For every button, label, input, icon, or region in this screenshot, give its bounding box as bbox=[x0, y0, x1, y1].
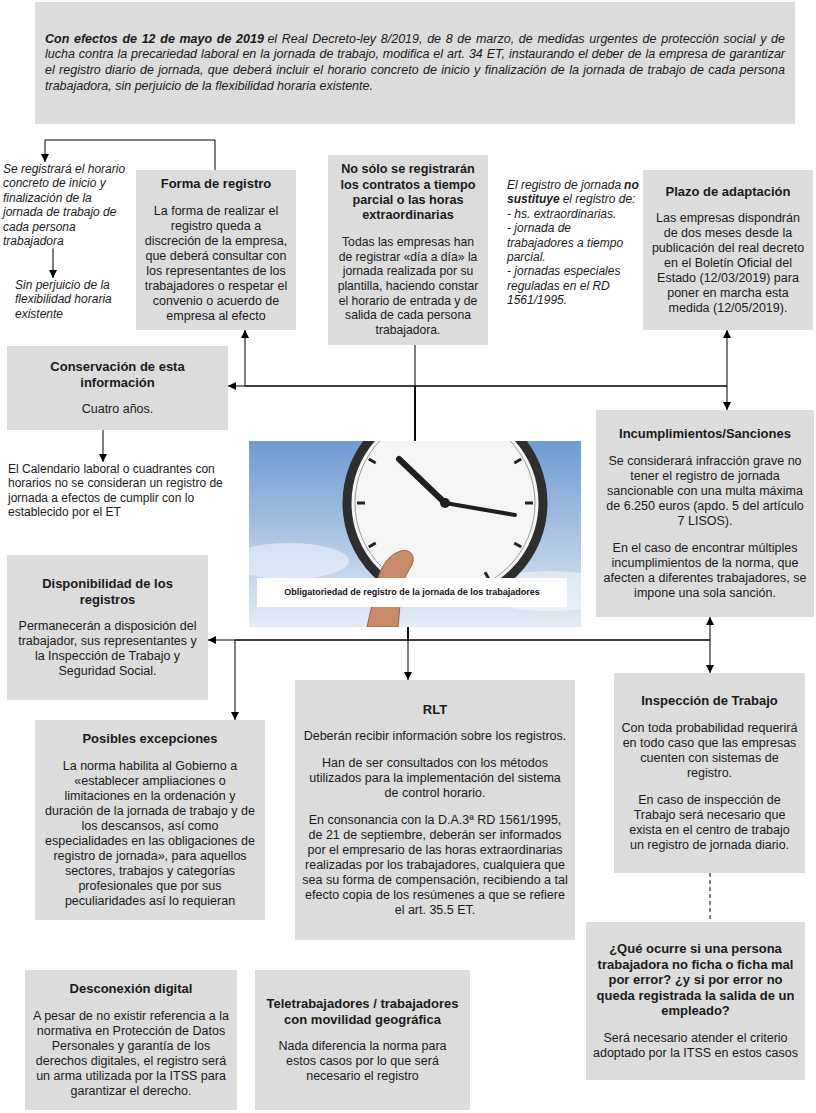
box-text: La forma de realizar el registro queda a… bbox=[143, 204, 289, 324]
box-text: Cuatro años. bbox=[14, 402, 221, 417]
box-text: Será necesario atender el criterio adopt… bbox=[593, 1031, 798, 1061]
clock-face bbox=[347, 441, 543, 601]
note-block: Se registrará el horario concreto de ini… bbox=[3, 162, 135, 248]
info-box: RLT Deberán recibir información sobre los… bbox=[295, 680, 575, 940]
side-note-text: - hs. extraordinarias. bbox=[507, 207, 640, 221]
box-title: Incumplimientos/Sanciones bbox=[603, 426, 807, 442]
note-text: El Calendario laboral o cuadrantes con h… bbox=[8, 462, 244, 520]
box-text: Se considerará infracción grave no tener… bbox=[603, 454, 807, 529]
info-box: Desconexión digital A pesar de no existir… bbox=[25, 970, 237, 1110]
info-box: Incumplimientos/Sanciones Se considerará … bbox=[596, 410, 814, 617]
box-text: Todas las empresas han de registrar «día… bbox=[335, 235, 481, 337]
note-text: Se registrará el horario concreto de ini… bbox=[3, 162, 135, 248]
box-text: Las empresas dispondrán de dos meses des… bbox=[650, 211, 806, 316]
info-box: Plazo de adaptaciónLas empresas dispondr… bbox=[643, 170, 813, 330]
dashed-connector bbox=[710, 873, 711, 922]
image-caption: Obligatoriedad de registro de la jornada… bbox=[257, 578, 567, 607]
box-text: La norma habilita al Gobierno a «estable… bbox=[42, 759, 258, 909]
info-box: No sólo se registrarán los contratos a t… bbox=[328, 155, 488, 345]
box-title: Inspección de Trabajo bbox=[621, 693, 798, 709]
box-title: Plazo de adaptación bbox=[650, 184, 806, 200]
connector-arrow bbox=[228, 386, 415, 441]
box-title: Desconexión digital bbox=[32, 981, 230, 997]
connector-arrow bbox=[103, 430, 104, 462]
side-note-text: - jornadas especiales reguladas en el RD… bbox=[507, 264, 640, 307]
info-box: Posibles excepciones La norma habilita al… bbox=[35, 720, 265, 920]
box-title: Disponibilidad de los registros bbox=[14, 576, 201, 607]
central-image: Obligatoriedad de registro de la jornada… bbox=[249, 441, 581, 627]
hour-hand bbox=[399, 459, 445, 503]
minute-hand bbox=[445, 503, 515, 515]
box-text: En consonancia con la D.A.3ª RD 1561/199… bbox=[302, 813, 568, 918]
box-title: Forma de registro bbox=[143, 176, 289, 192]
box-title: ¿Qué ocurre si una persona trabajadora n… bbox=[593, 941, 798, 1019]
box-text: En caso de inspección de Trabajo será ne… bbox=[621, 793, 798, 853]
clock-center bbox=[440, 498, 450, 508]
box-text: Deberán recibir información sobre los re… bbox=[302, 729, 568, 744]
side-note-text: El registro de jornada bbox=[507, 178, 621, 192]
box-title: Teletrabajadores / trabajadores con movi… bbox=[262, 996, 463, 1027]
side-note-text: - jornada de trabajadores a tiempo parci… bbox=[507, 221, 640, 264]
box-title: Posibles excepciones bbox=[42, 731, 258, 747]
box-text: A pesar de no existir referencia a la no… bbox=[32, 1009, 230, 1099]
info-box: Conservación de esta informaciónCuatro a… bbox=[7, 346, 228, 430]
side-note: El registro de jornadano sustituyeel reg… bbox=[507, 178, 640, 308]
side-note-text: el registro de: bbox=[563, 192, 636, 206]
info-box: ¿Qué ocurre si una persona trabajadora n… bbox=[586, 922, 805, 1080]
note-text: Sin perjuicio de la flexibilidad horaria… bbox=[15, 278, 130, 321]
box-text: En el caso de encontrar múltiples incump… bbox=[603, 541, 807, 601]
info-box: Teletrabajadores / trabajadores con movi… bbox=[255, 970, 470, 1110]
box-title: No sólo se registrarán los contratos a t… bbox=[335, 162, 481, 223]
note-block: El Calendario laboral o cuadrantes con h… bbox=[8, 462, 244, 520]
intro-date: Con efectos de 12 de mayo de 2019 bbox=[45, 32, 264, 46]
box-text: Han de ser consultados con los métodos u… bbox=[302, 756, 568, 801]
box-title: Conservación de esta información bbox=[14, 359, 221, 390]
note-block: Sin perjuicio de la flexibilidad horaria… bbox=[15, 278, 130, 321]
connector-arrow bbox=[208, 627, 408, 640]
info-box: Forma de registro La forma de realizar el… bbox=[136, 170, 296, 330]
box-title: RLT bbox=[302, 702, 568, 718]
box-text: Con toda probabilidad requerirá en todo … bbox=[621, 721, 798, 781]
cloud bbox=[249, 543, 349, 579]
box-text: Permanecerán a disposición del trabajado… bbox=[14, 619, 201, 679]
intro-box: Con efectos de 12 de mayo de 2019el Real… bbox=[35, 2, 795, 124]
info-box: Disponibilidad de los registrosPermanece… bbox=[7, 555, 208, 700]
connector-arrow bbox=[53, 248, 54, 278]
connector-arrow bbox=[408, 627, 710, 673]
info-box: Inspección de TrabajoCon toda probabilid… bbox=[614, 673, 805, 873]
intro-paragraph: Con efectos de 12 de mayo de 2019el Real… bbox=[45, 32, 785, 95]
box-text: Nada diferencia la norma para estos caso… bbox=[262, 1039, 463, 1084]
